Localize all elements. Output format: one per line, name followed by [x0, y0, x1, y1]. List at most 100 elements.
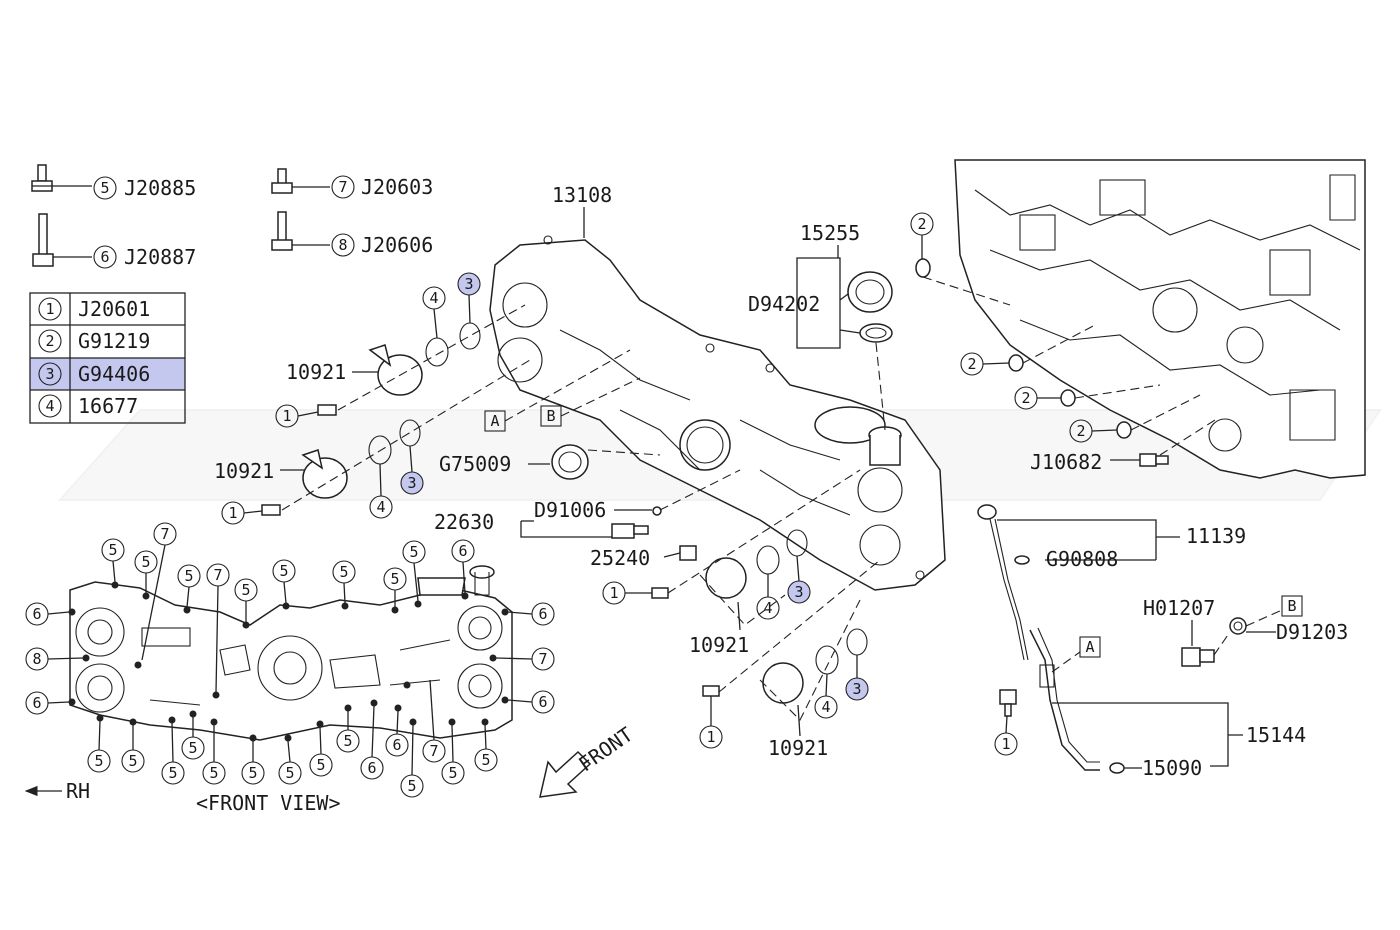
- callout-num: 5: [188, 739, 197, 757]
- key-num: 2: [45, 332, 54, 350]
- bolt-8-icon: [271, 211, 330, 251]
- ref-label: B: [546, 407, 555, 425]
- ref-box-a: [1079, 636, 1101, 658]
- callout-num: 5: [407, 777, 416, 795]
- callout-num: 2: [1021, 389, 1030, 407]
- callout-num: 4: [429, 289, 438, 307]
- callout-num: 4: [376, 498, 385, 516]
- solenoid-front-1-icon: [651, 557, 747, 599]
- callout-num: 6: [392, 736, 401, 754]
- bolt-7-icon: [271, 168, 330, 194]
- bolt-code: J20606: [361, 233, 433, 257]
- ref-box-b: [1281, 595, 1303, 617]
- callout-num: 5: [241, 581, 250, 599]
- callout-num: 2: [1076, 422, 1085, 440]
- callout-num-highlight: 3: [794, 583, 803, 601]
- callout-num: 1: [1001, 735, 1010, 753]
- bolt-legend: 5 J20885 6 J20887 7 J20603 8 J20606: [31, 164, 433, 269]
- part-label-oil-cap-gasket: D94202: [748, 292, 820, 316]
- part-label-solenoid-front-1: 10921: [689, 633, 749, 657]
- callout-num: 5: [285, 764, 294, 782]
- engine-block: [954, 159, 1366, 479]
- part-label-sensor: 25240: [590, 546, 650, 570]
- callout-num: 5: [108, 541, 117, 559]
- key-table: 1 J20601 2 G91219 3 G94406 4 16677: [29, 292, 186, 424]
- callout-num: 6: [538, 693, 547, 711]
- callout-num: 4: [821, 698, 830, 716]
- callout-num: 5: [209, 764, 218, 782]
- ref-label: A: [1085, 638, 1094, 656]
- key-num: 4: [45, 397, 54, 415]
- oil-cap-icon: [847, 271, 893, 343]
- callout-num: 4: [763, 599, 772, 617]
- dipstick-icon: [977, 504, 1029, 661]
- callout-num: 6: [32, 694, 41, 712]
- highlight-row: [30, 358, 185, 390]
- part-label-block-bolt: J10682: [1030, 450, 1102, 474]
- front-arrow-icon: [539, 750, 592, 798]
- callout-num: 5: [343, 732, 352, 750]
- solenoid-lower-icon: [261, 449, 348, 516]
- callout-num: 8: [338, 236, 347, 254]
- callout-num: 7: [429, 742, 438, 760]
- callout-num: 1: [228, 504, 237, 522]
- callout-num: 5: [279, 562, 288, 580]
- callout-num: 6: [538, 605, 547, 623]
- guide-tube-icon: [999, 627, 1100, 771]
- front-view-bolt-dots: [68, 581, 509, 742]
- callout-num: 7: [213, 566, 222, 584]
- bolt-code: J20887: [124, 245, 196, 269]
- callout-num: 1: [609, 584, 618, 602]
- key-code: G94406: [78, 362, 150, 386]
- key-code: 16677: [78, 394, 138, 418]
- callout-num: 5: [448, 764, 457, 782]
- callout-circle: [331, 175, 355, 199]
- part-label-oil-cap: 15255: [800, 221, 860, 245]
- part-label-solenoid-lower: 10921: [214, 459, 274, 483]
- part-label-guide-oring: 15090: [1142, 756, 1202, 780]
- callout-circle: [331, 233, 355, 257]
- callout-num: 1: [706, 728, 715, 746]
- bolt-code: J20603: [361, 175, 433, 199]
- part-label-seal: G75009: [439, 452, 511, 476]
- callout-num: 5: [409, 543, 418, 561]
- callout-num: 6: [100, 248, 109, 266]
- key-code: G91219: [78, 329, 150, 353]
- callout-num-highlight: 3: [464, 275, 473, 293]
- part-label-solenoid-upper: 10921: [286, 360, 346, 384]
- part-label-sensor-group: 22630: [434, 510, 494, 534]
- callout-num: 2: [917, 215, 926, 233]
- key-num: 1: [45, 300, 54, 318]
- bolt-6-icon: [32, 213, 92, 267]
- callout-num: 5: [184, 567, 193, 585]
- part-label-bolt-h: H01207: [1143, 596, 1215, 620]
- callout-num: 5: [94, 752, 103, 770]
- part-label-solenoid-front-2: 10921: [768, 736, 828, 760]
- bolt-h01207-icon: [1181, 617, 1247, 667]
- callout-num-highlight: 3: [407, 474, 416, 492]
- bolt-5-icon: [31, 164, 92, 192]
- front-view-callouts: 5 5 7 5 7 5 5 5 5 5 6 6 8 6 6 7 6: [25, 522, 555, 798]
- front-label: FRONT: [574, 722, 637, 776]
- ref-label: A: [490, 412, 499, 430]
- callout-num: 5: [100, 179, 109, 197]
- callout-num: 6: [458, 542, 467, 560]
- callout-num: 7: [538, 650, 547, 668]
- callout-num: 5: [390, 570, 399, 588]
- key-num: 3: [45, 365, 54, 383]
- callout-num: 5: [168, 764, 177, 782]
- sensor-icon: [611, 506, 697, 561]
- callout-num: 5: [141, 553, 150, 571]
- part-label-sensor-plug: D91006: [534, 498, 606, 522]
- callout-num-highlight: 3: [852, 680, 861, 698]
- callout-num: 5: [128, 752, 137, 770]
- part-label-washer-d: D91203: [1276, 620, 1348, 644]
- part-label-front-cover: 13108: [552, 183, 612, 207]
- ref-label: B: [1287, 597, 1296, 615]
- callout-num: 5: [316, 756, 325, 774]
- part-label-guide-tube: 15144: [1246, 723, 1306, 747]
- rh-label: RH: [66, 779, 90, 803]
- solenoid-front-2-icon: [702, 662, 804, 704]
- bolt-code: J20885: [124, 176, 196, 200]
